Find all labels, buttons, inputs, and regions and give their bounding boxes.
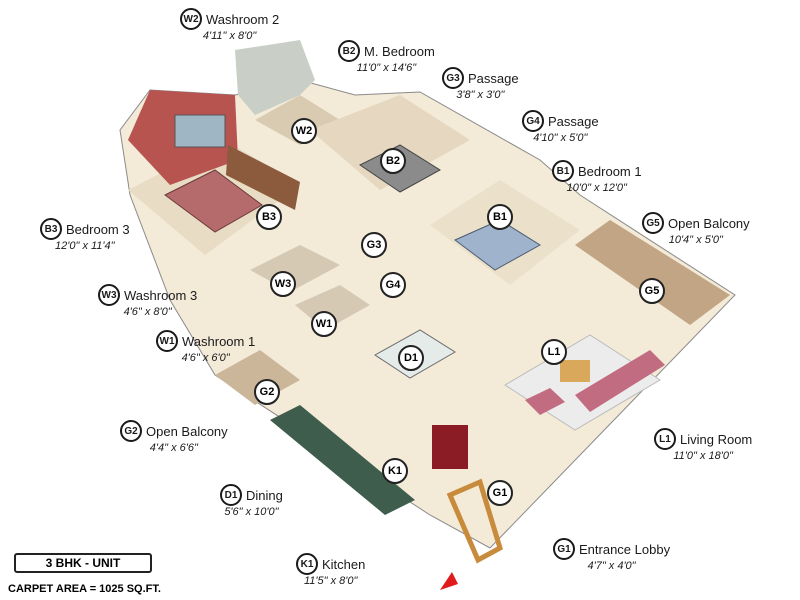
marker-g5: G5 [639, 278, 665, 304]
marker-g4: G4 [380, 272, 406, 298]
fridge [432, 425, 468, 469]
bedroom-3-window [174, 114, 226, 148]
entry-arrow [440, 572, 458, 590]
carpet-area-text: CARPET AREA = 1025 SQ.FT. [8, 583, 161, 595]
living-room-table [560, 360, 590, 382]
marker-k1: K1 [382, 458, 408, 484]
marker-l1: L1 [541, 339, 567, 365]
marker-w1: W1 [311, 311, 337, 337]
marker-b2: B2 [380, 148, 406, 174]
marker-d1: D1 [398, 345, 424, 371]
bedroom-1-bed [454, 219, 541, 271]
entrance-door-frame [446, 478, 503, 564]
marker-w3: W3 [270, 271, 296, 297]
unit-type-badge: 3 BHK - UNIT [14, 553, 152, 573]
marker-b3: B3 [256, 204, 282, 230]
marker-g2: G2 [254, 379, 280, 405]
washroom-2-tiles [235, 40, 315, 115]
master-bedroom-floor [310, 95, 470, 190]
marker-g1: G1 [487, 480, 513, 506]
living-room-sofa [575, 350, 665, 412]
living-room-armchair [525, 388, 565, 415]
marker-g3: G3 [361, 232, 387, 258]
marker-w2: W2 [291, 118, 317, 144]
marker-b1: B1 [487, 204, 513, 230]
kitchen-counter [270, 405, 415, 515]
bedroom-3-wardrobe [226, 145, 300, 210]
balcony-g5-floor [575, 220, 730, 325]
